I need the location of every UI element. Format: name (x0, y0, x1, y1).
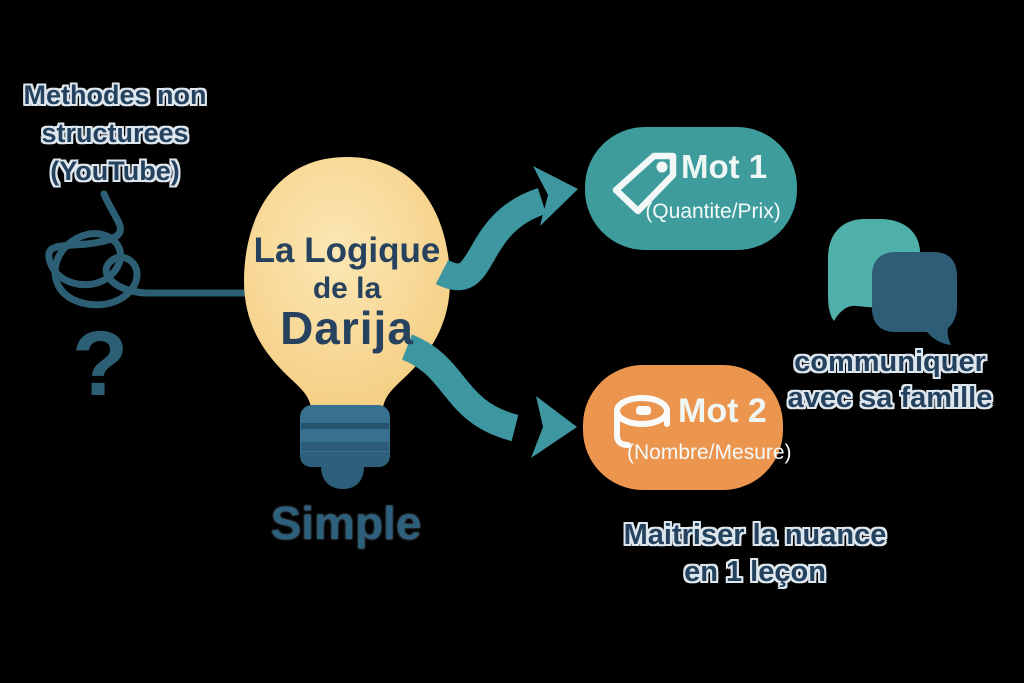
price-tag-icon (612, 152, 677, 215)
word2-subtitle: (Nombre/Mesure) (627, 441, 792, 464)
speech-bubble-dark (872, 252, 957, 345)
arrow-bottom (401, 334, 577, 458)
problem-line-2: structurees (41, 118, 189, 148)
tape-measure-icon (614, 395, 670, 448)
goal-label: Maitriser la nuance en 1 leçon (600, 517, 910, 591)
outcome-label: communiquer avec sa famille (778, 344, 1002, 416)
word2-title: Mot 2 (678, 392, 767, 430)
speech-bubbles-icon (828, 219, 957, 345)
outcome-line-2: avec sa famille (787, 382, 993, 414)
outcome-line-1: communiquer (794, 346, 986, 378)
bulb-base (300, 405, 390, 489)
bulb-title-line3: Darija (280, 302, 414, 354)
arrow-top (435, 166, 578, 291)
word1-title: Mot 1 (681, 148, 768, 185)
bulb-title-line1: La Logique (253, 231, 441, 270)
problem-label: Methodes non structurees (YouTube) (8, 76, 222, 190)
word2-card: Mot 2 (Nombre/Mesure) (583, 365, 792, 490)
tangled-line-icon (45, 190, 258, 309)
question-mark: ? (71, 313, 129, 415)
problem-line-3: (YouTube) (50, 156, 180, 186)
goal-line-2: en 1 leçon (684, 556, 826, 588)
goal-line-1: Maitriser la nuance (623, 519, 887, 551)
simple-caption: Simple (270, 497, 422, 549)
bulb-title-line2: de la (312, 272, 382, 305)
word1-subtitle: (Quantite/Prix) (645, 200, 781, 223)
lightbulb-shape (244, 157, 450, 407)
word1-card: Mot 1 (Quantite/Prix) (585, 127, 797, 250)
problem-line-1: Methodes non (23, 80, 207, 110)
